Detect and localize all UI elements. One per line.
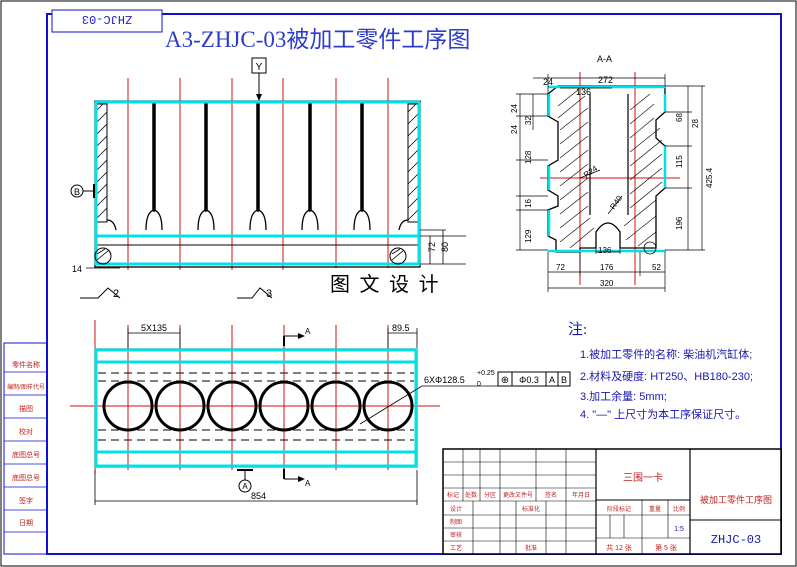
section-view: A-A	[510, 54, 714, 292]
detail-label-3: 3	[266, 288, 272, 300]
sheet-number: 第 5 张	[655, 543, 677, 552]
stamp-label-3: 描图	[19, 404, 33, 413]
note-item-3: 3.加工余量: 5mm;	[580, 389, 667, 403]
corner-code-text: ZHJC-03	[82, 12, 132, 26]
inner-frame	[46, 13, 782, 555]
notes-heading: 注:	[568, 321, 587, 338]
dim-sec-left-16: 16	[524, 199, 533, 208]
dim-sec-left-24a: 24	[510, 104, 519, 113]
stamp-label-4: 校对	[19, 427, 33, 436]
hole-callout: 6XΦ128.5	[424, 375, 465, 385]
stamp-label-1: 零件名称	[12, 360, 40, 369]
dim-sec-top-136: 136	[576, 87, 591, 97]
dim-sec-left-24b: 24	[510, 125, 519, 134]
notes-block: 注: 1.被加工零件的名称: 柴油机汽缸体; 2.材料及硬度: HT250、HB…	[568, 321, 753, 421]
watermark-bg	[297, 268, 467, 300]
company-name: 三围一卡	[623, 471, 663, 484]
dim-sec-right-68: 68	[675, 113, 684, 122]
sheets-total: 共 12 张	[606, 543, 632, 552]
rev-header-5: 签名	[545, 491, 557, 499]
stamp-label-7: 签字	[19, 496, 33, 505]
weight-label: 重量	[649, 505, 661, 513]
stamp-label-5: 底图总号	[12, 450, 40, 459]
dim-sec-bottom-72: 72	[556, 263, 565, 272]
stamp-label-8: 日期	[19, 519, 33, 527]
front-view: Y B 72 80 14 2 3	[70, 57, 466, 300]
dim-plan-pitch: 5X135	[141, 323, 167, 333]
rev-header-2: 处数	[465, 491, 477, 499]
datum-a-label: A	[242, 482, 248, 491]
arrow-a-top: A	[305, 327, 311, 336]
section-label: A-A	[597, 54, 612, 64]
dim-sec-bottom-320: 320	[600, 279, 614, 288]
corner-code-box	[51, 9, 163, 33]
left-stamp-column: 零件名称 编制/图样代号 描图 校对 底图总号 底图总号 签字 日期	[3, 342, 48, 555]
datum-a-circle	[238, 479, 252, 493]
dim-sec-right-115: 115	[675, 155, 684, 168]
rev-header-3: 分区	[484, 491, 496, 499]
fcf-datum-a: A	[549, 375, 555, 385]
feature-control-frame	[497, 371, 571, 387]
dim-sec-left-128: 128	[524, 150, 533, 164]
stamp-label-2: 编制/图样代号	[7, 383, 45, 391]
role-design: 设计	[450, 505, 462, 513]
dim-front-72: 72	[427, 242, 437, 252]
scale-label: 比例	[673, 505, 685, 513]
dim-sec-bottom-52: 52	[652, 263, 661, 272]
dim-plan-end: 89.5	[392, 323, 410, 333]
dim-sec-right-196: 196	[675, 216, 684, 230]
drawing-title: A3-ZHJC-03被加工零件工序图	[165, 27, 470, 52]
arrow-a-bottom: A	[305, 479, 311, 488]
fcf-position-symbol: ⊕	[501, 375, 509, 386]
rev-header-1: 标记	[447, 491, 459, 499]
title-block: 标记 处数 分区 更改文件号 签名 年月日 设计 制图 审核 工艺 标准化 批准…	[442, 448, 782, 555]
hole-tol-lower: 0	[477, 381, 481, 388]
note-item-2: 2.材料及硬度: HT250、HB180-230;	[580, 369, 753, 383]
datum-b-label: B	[74, 187, 80, 197]
dim-sec-top-24: 24	[543, 77, 553, 87]
watermark-text: 图 文 设 计	[330, 273, 441, 296]
datum-y-label: Y	[256, 62, 263, 73]
rev-header-4: 更改文件号	[503, 491, 533, 499]
scale-value: 1:5	[674, 526, 684, 533]
dim-sec-bottom-176: 176	[600, 263, 614, 272]
fcf-datum-b: B	[561, 375, 567, 385]
role-draft: 制图	[450, 518, 462, 526]
note-item-4: 4. "—" 上尺寸为本工序保证尺寸。	[580, 407, 746, 421]
dim-sec-left-32: 32	[524, 116, 533, 125]
rev-header-6: 年月日	[572, 491, 590, 499]
fcf-tolerance: Φ0.3	[519, 375, 539, 385]
dim-plan-total: 854	[251, 491, 266, 501]
dim-sec-right-28: 28	[691, 119, 700, 128]
role-review: 审核	[450, 531, 462, 539]
stage-label: 阶段标记	[607, 505, 631, 513]
drawing-name: 被加工零件工序图	[700, 494, 772, 505]
stamp-label-6: 底图总号	[12, 473, 40, 482]
approve-label: 批准	[525, 544, 537, 552]
std-label: 标准化	[522, 505, 540, 513]
note-item-1: 1.被加工零件的名称: 柴油机汽缸体;	[580, 347, 752, 361]
detail-label-2: 2	[113, 288, 119, 300]
role-process: 工艺	[450, 544, 462, 552]
plan-view: 5X135 89.5 854 A A A 6XΦ128.5 +0.25 0 ⊕ …	[70, 320, 571, 505]
drawing-code: ZHJC-03	[711, 533, 761, 547]
dim-sec-right-4254: 425.4	[705, 167, 714, 188]
dim-sec-bottom-136: 136	[598, 246, 612, 255]
dim-sec-left-129: 129	[524, 229, 533, 243]
dim-sec-272: 272	[598, 75, 613, 85]
dim-front-14: 14	[72, 264, 82, 274]
dim-front-80: 80	[440, 242, 450, 252]
hole-tol-upper: +0.25	[477, 370, 495, 377]
